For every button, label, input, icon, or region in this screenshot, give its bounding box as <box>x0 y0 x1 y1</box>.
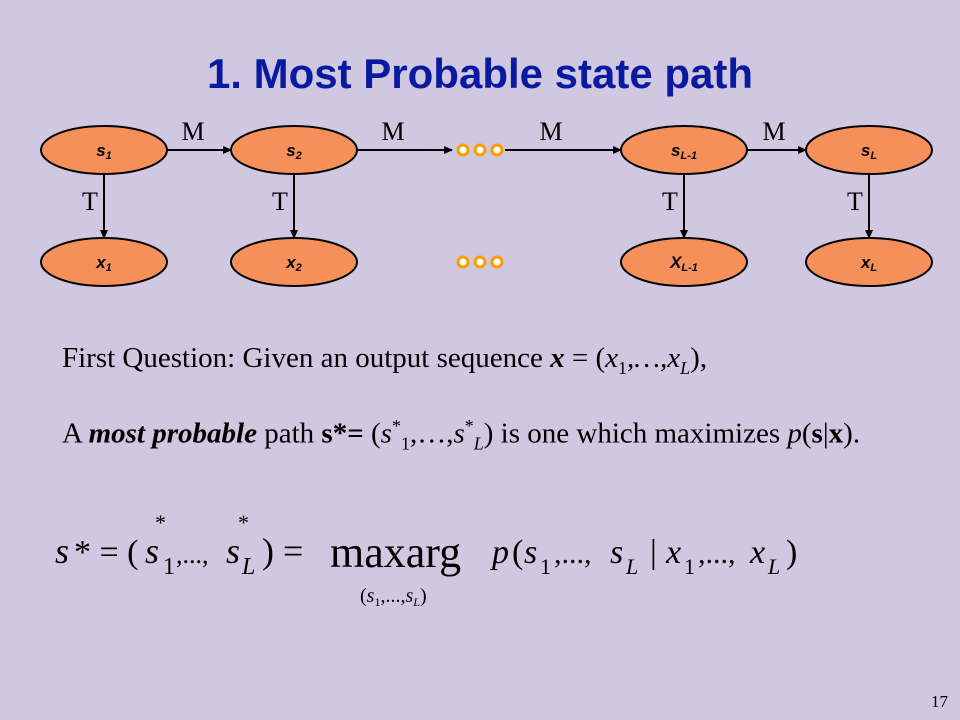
text-b: path <box>256 417 322 450</box>
ellipsis-dot-top-3 <box>490 143 504 157</box>
formula-p-L: L <box>625 554 638 579</box>
state-node-2-label: s2 <box>286 141 302 162</box>
formula-maxarg: maxarg <box>330 528 461 577</box>
text-d: ) is one which maximizes <box>483 417 788 450</box>
state-node-3-label: sL-1 <box>671 141 697 162</box>
formula-p-open: ( <box>512 534 523 571</box>
formula-one: 1 <box>163 554 175 580</box>
text-c: ( <box>363 417 381 450</box>
formula-xL: x <box>749 534 765 571</box>
formula-close-eq: ) = <box>262 531 303 571</box>
formula-p-1: 1 <box>540 554 551 579</box>
state-node-4-ellipse <box>805 125 933 175</box>
transition-label-2: M <box>381 117 404 146</box>
formula-x-1: 1 <box>684 554 695 579</box>
formula-L: L <box>241 554 255 580</box>
output-node-2-label: x2 <box>285 253 302 274</box>
output-node-2-ellipse <box>230 237 358 287</box>
formula-lhs-s: s <box>55 531 69 571</box>
s-L: s <box>453 417 465 450</box>
x-1: x <box>605 342 618 374</box>
text-a: A <box>62 417 89 450</box>
first-question: First Question: Given an output sequence… <box>62 340 707 386</box>
output-node-4-ellipse <box>805 237 933 287</box>
ellipsis-dot-bottom-2 <box>473 255 487 269</box>
output-node-3-label: XL-1 <box>669 253 698 274</box>
formula-starL: * <box>238 510 249 535</box>
ellipsis-dot-top-2 <box>473 143 487 157</box>
x: x <box>828 417 844 450</box>
emphasis-most-probable: most probable <box>88 417 257 450</box>
star-L: * <box>464 416 474 436</box>
formula-x-L: L <box>767 554 780 579</box>
star-1: * <box>391 416 401 436</box>
ellipsis-dot-bottom-1 <box>456 255 470 269</box>
close: ). <box>843 417 861 450</box>
formula-star1: * <box>155 510 166 535</box>
question-prefix: First Question: Given an output sequence <box>62 342 551 374</box>
transition-label-3: M <box>539 117 562 146</box>
bar: | <box>822 417 829 450</box>
output-node-4-label: xL <box>860 253 877 274</box>
index-1: 1 <box>400 433 410 454</box>
index-L: L <box>473 433 484 454</box>
s-star: s*= <box>321 417 364 450</box>
transition-label-4: M <box>762 117 785 146</box>
formula-p: p <box>490 534 509 571</box>
formula-s1: s <box>145 531 159 571</box>
formula-p-sL: s <box>610 534 623 571</box>
ellipsis: ,…, <box>626 342 668 374</box>
formula-p-dots: ,..., <box>554 537 592 570</box>
state-node-1-label: s1 <box>96 141 112 162</box>
emission-label-3: T <box>662 187 678 216</box>
output-node-1-ellipse <box>40 237 168 287</box>
hmm-diagram: M M M M Ts1 x1 Ts2 x2 TsL-1XL-1 TsL xL <box>40 117 933 287</box>
s-1: s <box>380 417 392 450</box>
state-node-1-ellipse <box>40 125 168 175</box>
formula-end: ) <box>786 534 797 571</box>
output-node-3-ellipse <box>620 237 748 287</box>
emission-label-1: T <box>82 187 98 216</box>
formula-x-dots: ,..., <box>698 537 736 570</box>
var-x: x <box>550 342 565 374</box>
close: ), <box>690 342 708 374</box>
ellipsis-dot-top-1 <box>456 143 470 157</box>
transition-label-1: M <box>181 117 204 146</box>
sub-1: 1 <box>617 357 627 378</box>
formula-sL: s <box>226 531 240 571</box>
output-node-1-label: x1 <box>95 253 112 274</box>
formula-given: | <box>650 534 657 571</box>
emission-label-2: T <box>272 187 288 216</box>
x-L: x <box>667 342 681 374</box>
most-probable-definition: A most probable path s*= (s*1,…,s*L) is … <box>62 408 922 461</box>
formula-lhs: * = ( <box>74 534 139 571</box>
eq: = ( <box>564 342 606 374</box>
formula-x1: x <box>665 534 681 571</box>
mid: ,…, <box>409 417 454 450</box>
formula-p-s: s <box>524 534 537 571</box>
formula-under: (s1,...,sL) <box>360 585 427 609</box>
state-node-2-ellipse <box>230 125 358 175</box>
sub-L: L <box>680 357 691 378</box>
page-number: 17 <box>931 692 948 711</box>
state-node-3-ellipse <box>620 125 748 175</box>
state-node-4-label: sL <box>861 141 877 162</box>
emission-label-4: T <box>847 187 863 216</box>
slide-title: 1. Most Probable state path <box>206 50 754 97</box>
p: p <box>787 417 802 450</box>
ellipsis-dot-bottom-3 <box>490 255 504 269</box>
s: s <box>811 417 823 450</box>
formula-dots: ,..., <box>176 540 209 569</box>
open: ( <box>801 417 812 450</box>
